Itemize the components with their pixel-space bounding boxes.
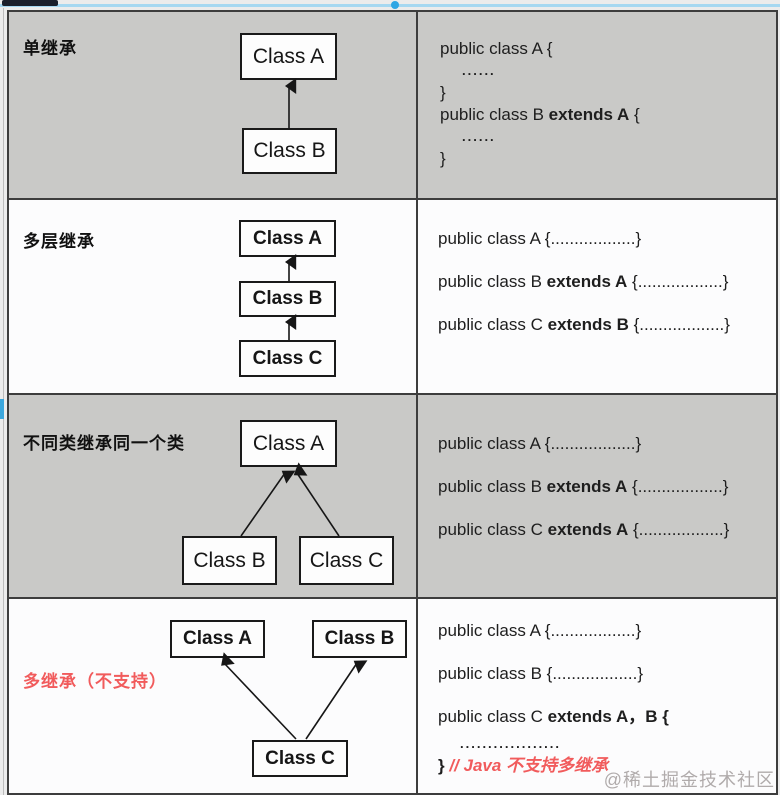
diagram-cell-multiple: 多继承（不支持） Class A Class B Class C bbox=[9, 599, 418, 793]
code-line: public class B {..................} bbox=[438, 664, 644, 683]
watermark: @稀土掘金技术社区 bbox=[603, 770, 775, 790]
code-cell-common-parent: public class A {..................} publ… bbox=[418, 395, 776, 597]
diagram-cell-single: 单继承 Class A Class B bbox=[9, 12, 418, 198]
row-label: 单继承 bbox=[23, 39, 77, 58]
code-line: } bbox=[440, 83, 446, 102]
code-line: public class B extends A { bbox=[440, 105, 640, 124]
diagram-cell-common-parent: 不同类继承同一个类 Class A Class B Class C bbox=[9, 395, 418, 597]
row-label: 多继承（不支持） bbox=[23, 672, 167, 691]
code-cell-multiple: public class A {..................} publ… bbox=[418, 599, 776, 793]
diagram-cell-multilevel: 多层继承 Class A Class B Class C bbox=[9, 200, 418, 393]
row-label: 不同类继承同一个类 bbox=[23, 434, 185, 453]
class-box-b: Class B bbox=[242, 128, 337, 174]
class-box-c: Class C bbox=[299, 536, 394, 585]
code-line: .................. bbox=[460, 736, 562, 751]
class-box-a: Class A bbox=[240, 420, 337, 467]
video-progress-bar[interactable] bbox=[0, 4, 780, 7]
row-common-parent-inheritance: 不同类继承同一个类 Class A Class B Class C public… bbox=[9, 395, 776, 599]
video-playhead-dot[interactable] bbox=[391, 1, 399, 9]
code-line: public class B extends A {..............… bbox=[438, 477, 729, 496]
row-single-inheritance: 单继承 Class A Class B public class A { ...… bbox=[9, 12, 776, 200]
left-blue-tick bbox=[0, 399, 4, 419]
code-line: public class C extends A {..............… bbox=[438, 520, 730, 539]
player-bar-dark-segment bbox=[2, 0, 58, 6]
inheritance-table: 单继承 Class A Class B public class A { ...… bbox=[7, 10, 778, 795]
class-box-a: Class A bbox=[240, 33, 337, 80]
code-line: public class C extends B {..............… bbox=[438, 315, 730, 334]
code-line: public class B extends A {..............… bbox=[438, 272, 729, 291]
code-cell-single: public class A { ...... } public class B… bbox=[418, 12, 776, 198]
code-line: public class C extends A，B { bbox=[438, 707, 669, 726]
class-box-b: Class B bbox=[312, 620, 407, 658]
code-line: public class A {..................} bbox=[438, 229, 642, 248]
code-line: ...... bbox=[462, 129, 496, 144]
class-box-b: Class B bbox=[239, 281, 336, 317]
class-box-c: Class C bbox=[239, 340, 336, 377]
row-multiple-inheritance: 多继承（不支持） Class A Class B Class C public … bbox=[9, 599, 776, 793]
class-box-c: Class C bbox=[252, 740, 348, 777]
code-line: public class A {..................} bbox=[438, 434, 642, 453]
code-line: public class A { bbox=[440, 39, 553, 58]
code-cell-multilevel: public class A {..................} publ… bbox=[418, 200, 776, 393]
class-box-a: Class A bbox=[239, 220, 336, 257]
class-box-b: Class B bbox=[182, 536, 277, 585]
code-line-comment: } // Java 不支持多继承 bbox=[438, 756, 609, 775]
code-line: } bbox=[440, 149, 446, 168]
class-box-a: Class A bbox=[170, 620, 265, 658]
row-label: 多层继承 bbox=[23, 232, 95, 251]
code-line: public class A {..................} bbox=[438, 621, 642, 640]
code-line: ...... bbox=[462, 63, 496, 78]
row-multilevel-inheritance: 多层继承 Class A Class B Class C public clas… bbox=[9, 200, 776, 395]
